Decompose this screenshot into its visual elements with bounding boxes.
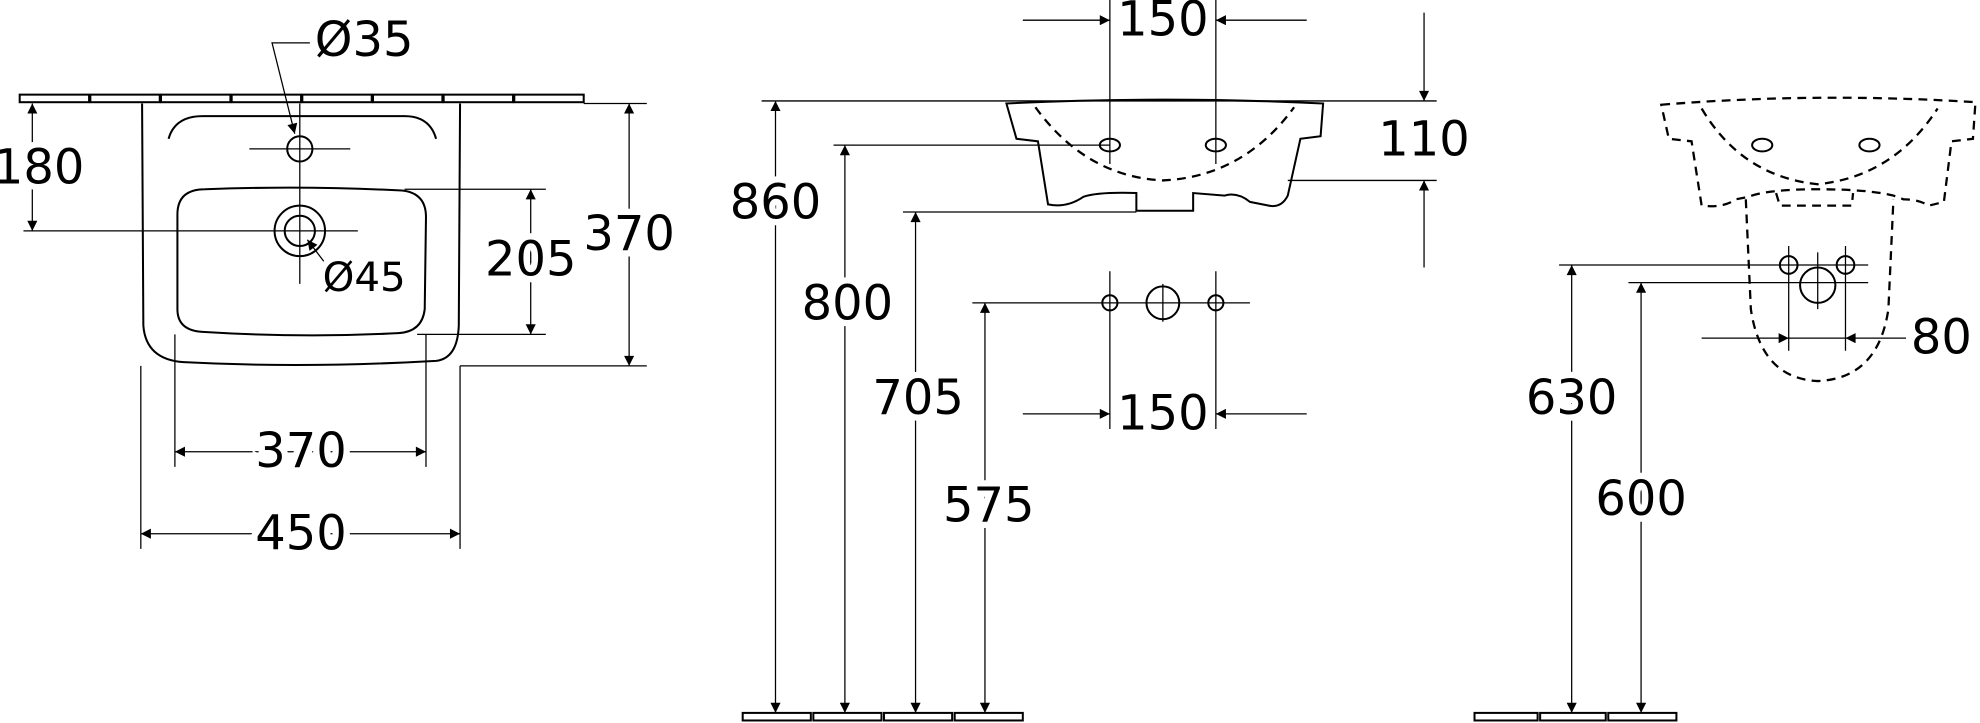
extension-lines [761,0,1437,430]
dim-370-depth-label: 370 [583,207,675,262]
dim-80-label: 80 [1911,311,1972,366]
dim-370-width-label: 370 [255,424,347,479]
waste-diameter-label: Ø45 [323,254,406,301]
basin-side-outline [1005,98,1325,212]
tap-hole-right [1858,137,1881,153]
dim-150-top-label: 150 [1117,0,1209,48]
dim-630-label: 630 [1526,371,1618,426]
dim-180-label: 180 [0,140,84,195]
dim-860-label: 860 [730,176,822,231]
bowl-outline [176,186,427,337]
pedestal-view: 630 600 80 [1473,96,1978,722]
front-view: 150 110 860 800 705 575 150 [723,0,1476,722]
dim-450-label: 450 [255,506,347,561]
center-lines [23,102,647,549]
basin-hidden-bowl [1700,107,1939,186]
basin-rim-arc [167,115,438,140]
pedestal-hidden-outline [1744,199,1895,383]
basin-outline [141,103,462,367]
wall-tiles [18,93,585,104]
extension-lines [1559,246,1869,351]
dimension-lines [1566,264,1907,713]
top-view: Ø35 Ø45 180 205 370 370 450 [0,7,681,568]
dim-110-label: 110 [1378,113,1470,168]
dim-205-label: 205 [485,232,577,287]
dim-150-bottom-label: 150 [1117,386,1209,441]
basin-hidden-bowl [1034,106,1296,182]
dim-600-label: 600 [1595,472,1687,527]
dim-575-label: 575 [943,478,1035,533]
dimension-lines [27,42,635,539]
tap-hole-diameter-label: Ø35 [315,13,414,68]
dimension-lines [770,12,1430,713]
floor-tiles [1473,711,1678,722]
floor-tiles [741,711,1024,722]
tap-hole-left [1751,137,1774,153]
basin-hidden-outline [1659,96,1977,208]
dim-800-label: 800 [802,277,894,332]
dim-705-label: 705 [872,371,964,426]
basin-hidden-outlet [1775,192,1855,207]
